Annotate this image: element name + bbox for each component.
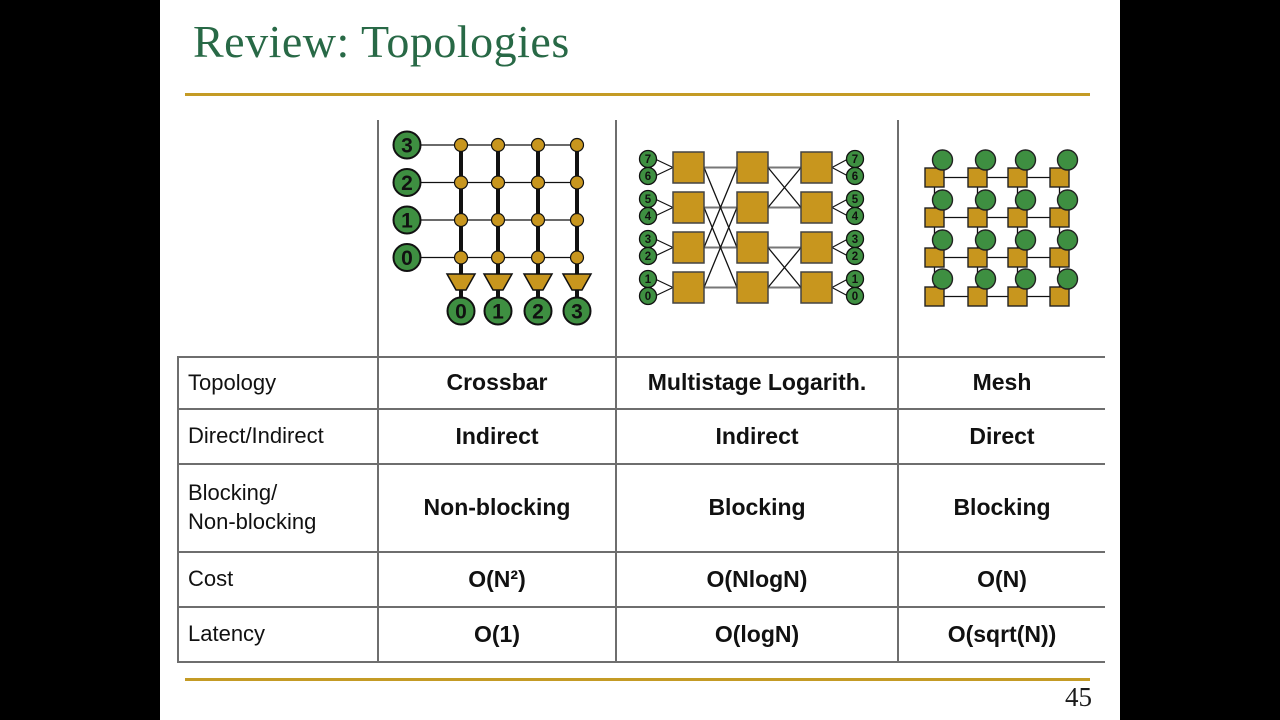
column-divider-3 [897,120,899,356]
svg-text:5: 5 [645,194,652,206]
comparison-table: Topology Crossbar Multistage Logarith. M… [177,356,1105,663]
cell-blocking-multistage: Blocking [617,465,899,553]
row-label-direct-indirect: Direct/Indirect [179,410,379,465]
svg-text:0: 0 [852,291,858,303]
slide: Review: Topologies 3 2 1 0 0 1 2 3 7 7 6 6 5 5 4 4 3 3 2 2… [160,0,1120,720]
cell-latency-multistage: O(logN) [617,608,899,663]
cell-topology-mesh: Mesh [899,358,1105,410]
svg-text:2: 2 [401,172,413,195]
svg-text:3: 3 [645,234,651,246]
svg-text:3: 3 [852,234,858,246]
crossbar-diagram: 3 2 1 0 0 1 2 3 [392,130,593,326]
svg-text:2: 2 [645,251,651,263]
row-label-cost: Cost [179,553,379,608]
svg-text:3: 3 [571,301,583,324]
title-underline [185,93,1090,96]
svg-text:7: 7 [645,154,651,166]
row-label-latency: Latency [179,608,379,663]
svg-text:3: 3 [401,135,413,158]
column-divider-2 [615,120,617,356]
cell-topology-crossbar: Crossbar [379,358,617,410]
svg-text:4: 4 [852,211,859,223]
svg-text:7: 7 [852,154,858,166]
cell-topology-multistage: Multistage Logarith. [617,358,899,410]
mesh-graphics [924,149,1079,307]
cell-blocking-mesh: Blocking [899,465,1105,553]
svg-text:1: 1 [645,274,652,286]
cell-direct-mesh: Direct [899,410,1105,465]
cell-latency-crossbar: O(1) [379,608,617,663]
svg-text:2: 2 [532,301,544,324]
cell-direct-multistage: Indirect [617,410,899,465]
svg-text:2: 2 [852,251,858,263]
cell-direct-crossbar: Indirect [379,410,617,465]
svg-text:5: 5 [852,194,859,206]
svg-text:4: 4 [645,211,652,223]
cell-blocking-crossbar: Non-blocking [379,465,617,553]
svg-text:6: 6 [645,171,651,183]
svg-text:0: 0 [401,247,413,270]
svg-text:1: 1 [852,274,859,286]
row-label-blocking: Blocking/ Non-blocking [179,465,379,553]
crossbar-graphics: 3 2 1 0 0 1 2 3 [392,130,593,326]
slide-title: Review: Topologies [193,16,570,67]
cell-cost-mesh: O(N) [899,553,1105,608]
svg-text:1: 1 [492,301,504,324]
svg-text:0: 0 [645,291,651,303]
footer-rule [185,678,1090,681]
cell-cost-crossbar: O(N²) [379,553,617,608]
multistage-graphics: 7 7 6 6 5 5 4 4 3 3 2 2 1 1 0 0 [638,149,865,306]
mesh-diagram [924,149,1079,307]
cell-latency-mesh: O(sqrt(N)) [899,608,1105,663]
column-divider-1 [377,120,379,356]
row-label-topology: Topology [179,358,379,410]
multistage-diagram: 7 7 6 6 5 5 4 4 3 3 2 2 1 1 0 0 [638,149,865,306]
svg-text:0: 0 [455,301,467,324]
svg-text:1: 1 [401,210,413,233]
page-number: 45 [1065,682,1092,712]
svg-text:6: 6 [852,171,858,183]
cell-cost-multistage: O(NlogN) [617,553,899,608]
